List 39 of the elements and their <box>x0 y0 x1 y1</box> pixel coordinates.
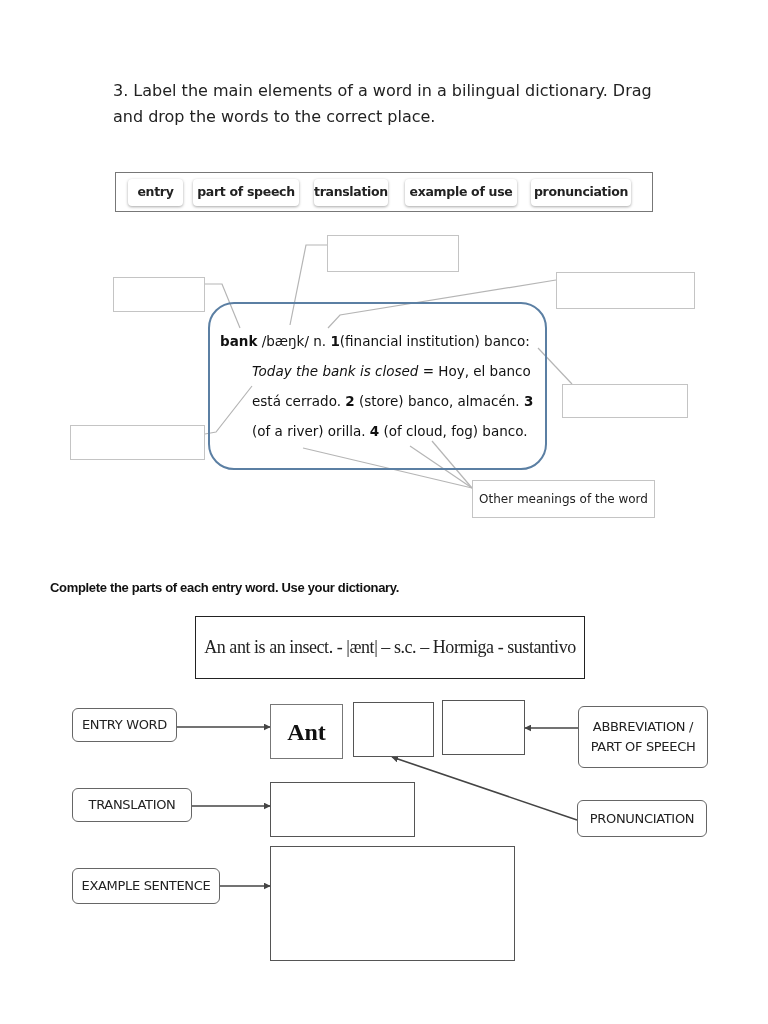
label-box: TRANSLATION <box>72 788 192 822</box>
label-box: PRONUNCIATION <box>577 800 707 837</box>
word-chip: pronunciation <box>531 179 631 206</box>
answer-box <box>270 846 515 961</box>
word-chip: part of speech <box>193 179 299 206</box>
leader-line <box>537 347 573 385</box>
leader-line <box>204 283 241 329</box>
leader-line <box>302 447 473 489</box>
leader-line <box>409 445 473 489</box>
sentence-box: An ant is an insect. - |ænt| – s.c. – Hormiga - sustantivo <box>195 616 585 679</box>
answer-box <box>556 272 695 309</box>
leader-line <box>289 244 328 326</box>
word-chip: entry <box>128 179 183 206</box>
instruction-text: 3. Label the main elements of a word in a bilingual dictionary. Drag and drop the words to the correct place. <box>113 80 653 128</box>
label-box: EXAMPLE SENTENCE <box>72 868 220 904</box>
label-box: ENTRY WORD <box>72 708 177 742</box>
answer-box <box>113 277 205 312</box>
answer-box <box>70 425 205 460</box>
dictionary-entry-card: bank /bæŋk/ n. 1(financial institution) banco: Today the bank is closed = Hoy, el banco está cerrado. 2 (store) banco, almacén. 3 (of a river) orilla. 4 (of cloud, fog) banco. <box>208 302 547 470</box>
label-box: Other meanings of the word <box>472 480 655 518</box>
arrow <box>191 802 271 810</box>
answer-box: Ant <box>270 704 343 759</box>
leader-line <box>327 279 557 329</box>
instruction-text: Complete the parts of each entry word. Use your dictionary. <box>50 579 399 597</box>
answer-box <box>270 782 415 837</box>
label-box: ABBREVIATION / PART OF SPEECH <box>578 706 708 768</box>
answer-box <box>442 700 525 755</box>
answer-box <box>327 235 459 272</box>
leader-line <box>431 440 473 489</box>
answer-box <box>562 384 688 418</box>
word-chip: translation <box>314 179 388 206</box>
arrow <box>524 724 579 732</box>
arrow <box>219 882 271 890</box>
word-chip: example of use <box>405 179 517 206</box>
word-bank-panel <box>115 172 653 212</box>
leader-line <box>204 385 253 435</box>
arrow <box>391 755 578 821</box>
answer-box <box>353 702 434 757</box>
arrow <box>176 723 271 731</box>
